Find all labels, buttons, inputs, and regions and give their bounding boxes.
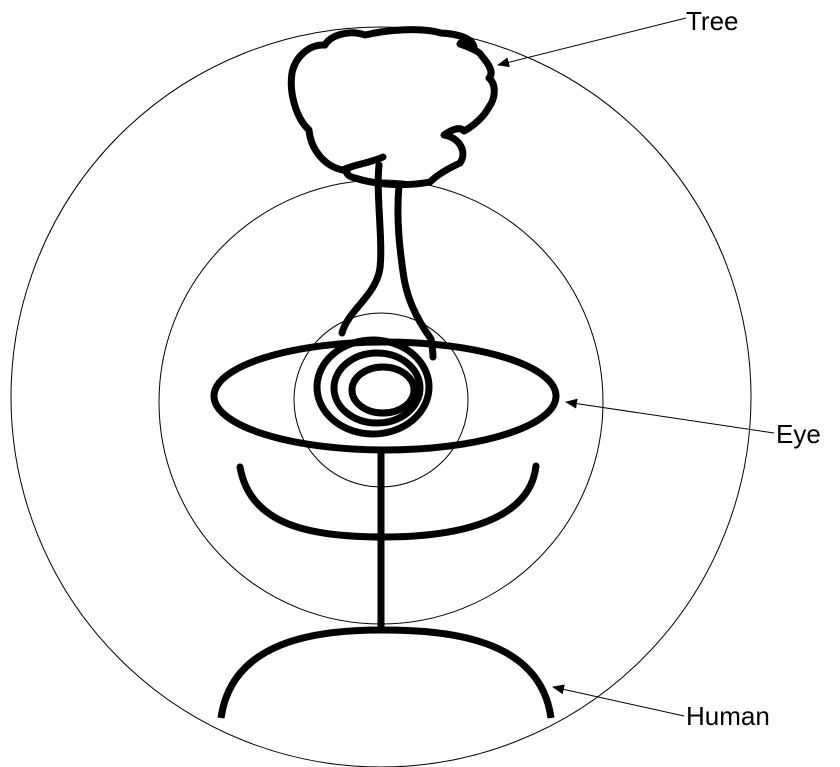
eye-pupil [352, 367, 414, 413]
human-pointer-line [553, 687, 684, 716]
tree-canopy [291, 30, 494, 185]
human-arms-arc [240, 466, 536, 537]
outer-circle [11, 27, 751, 767]
eye-label: Eye [776, 419, 821, 449]
tree-pointer-line [498, 18, 686, 65]
human-base-arc [221, 630, 551, 718]
tree-trunk-right [398, 185, 433, 357]
tree-label: Tree [686, 6, 739, 36]
tree-trunk-left [342, 165, 381, 333]
eye-pointer-line [566, 402, 774, 433]
human-label: Human [686, 701, 770, 731]
